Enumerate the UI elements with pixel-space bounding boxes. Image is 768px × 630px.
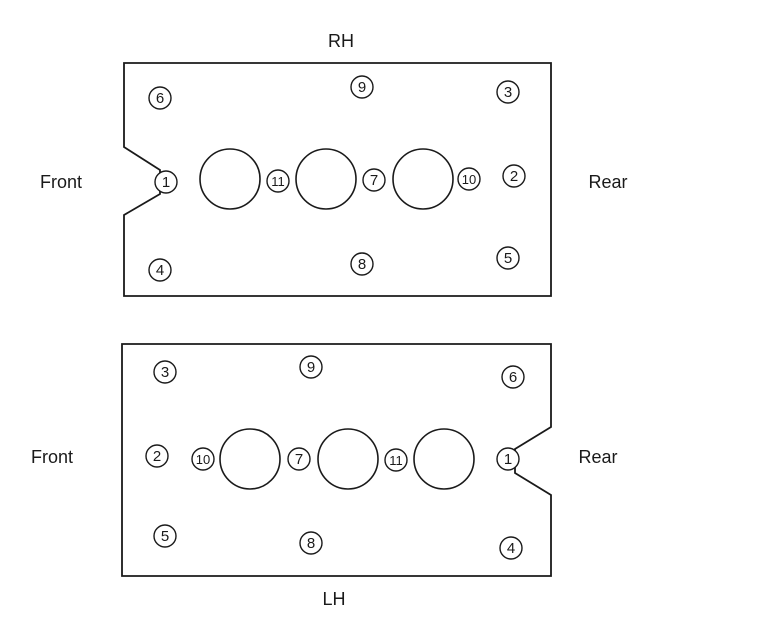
rh-bolt-1: 1 bbox=[154, 170, 178, 194]
rh-label: RH bbox=[328, 31, 354, 51]
lh-label: LH bbox=[322, 589, 345, 609]
rh-bolt-10: 10 bbox=[457, 167, 481, 191]
lh-cylinder-head: LH Front Rear 1 2 3 4 5 6 7 8 9 10 11 bbox=[31, 343, 618, 609]
lh-bolt-2: 2 bbox=[145, 444, 169, 468]
lh-bolt-11: 11 bbox=[384, 448, 408, 472]
rh-bolt-2: 2 bbox=[502, 164, 526, 188]
lh-bolt-5: 5 bbox=[153, 524, 177, 548]
lh-cylinder-bore-1 bbox=[219, 428, 281, 490]
svg-text:7: 7 bbox=[370, 172, 378, 189]
rh-bolt-6: 6 bbox=[148, 86, 172, 110]
svg-text:5: 5 bbox=[161, 528, 169, 545]
rh-head-outline bbox=[123, 62, 552, 297]
svg-text:1: 1 bbox=[162, 174, 170, 191]
rh-bolt-7: 7 bbox=[362, 168, 386, 192]
svg-text:6: 6 bbox=[156, 90, 164, 107]
rh-cylinder-bore-1 bbox=[199, 148, 261, 210]
svg-text:11: 11 bbox=[271, 174, 285, 189]
lh-bolt-3: 3 bbox=[153, 360, 177, 384]
rh-cylinder-head: RH Front Rear 1 2 3 4 5 6 7 8 9 10 11 bbox=[40, 31, 628, 297]
rh-bolt-3: 3 bbox=[496, 80, 520, 104]
svg-text:10: 10 bbox=[196, 452, 210, 467]
svg-text:8: 8 bbox=[358, 256, 366, 273]
front-label-lh: Front bbox=[31, 447, 73, 467]
lh-bolt-8: 8 bbox=[299, 531, 323, 555]
svg-text:3: 3 bbox=[161, 364, 169, 381]
lh-head-outline bbox=[121, 343, 552, 577]
svg-text:4: 4 bbox=[156, 262, 164, 279]
lh-bolt-4: 4 bbox=[499, 536, 523, 560]
lh-bolt-9: 9 bbox=[299, 355, 323, 379]
svg-text:11: 11 bbox=[389, 453, 403, 468]
front-label-rh: Front bbox=[40, 172, 82, 192]
svg-text:2: 2 bbox=[153, 448, 161, 465]
rh-bolt-9: 9 bbox=[350, 75, 374, 99]
svg-text:1: 1 bbox=[504, 451, 512, 468]
rh-bolt-11: 11 bbox=[266, 169, 290, 193]
rear-label-rh: Rear bbox=[588, 172, 627, 192]
lh-bolt-1: 1 bbox=[496, 447, 520, 471]
rh-bolt-4: 4 bbox=[148, 258, 172, 282]
svg-text:3: 3 bbox=[504, 84, 512, 101]
rh-bolt-8: 8 bbox=[350, 252, 374, 276]
svg-text:9: 9 bbox=[358, 79, 366, 96]
rh-cylinder-bore-3 bbox=[392, 148, 454, 210]
lh-cylinder-bore-3 bbox=[413, 428, 475, 490]
svg-text:9: 9 bbox=[307, 359, 315, 376]
rh-cylinder-bore-2 bbox=[295, 148, 357, 210]
rear-label-lh: Rear bbox=[578, 447, 617, 467]
lh-bolt-10: 10 bbox=[191, 447, 215, 471]
lh-bolt-6: 6 bbox=[501, 365, 525, 389]
svg-text:8: 8 bbox=[307, 535, 315, 552]
svg-text:5: 5 bbox=[504, 250, 512, 267]
lh-bolt-7: 7 bbox=[287, 447, 311, 471]
rh-bolt-5: 5 bbox=[496, 246, 520, 270]
svg-text:7: 7 bbox=[295, 451, 303, 468]
svg-text:4: 4 bbox=[507, 540, 515, 557]
lh-cylinder-bore-2 bbox=[317, 428, 379, 490]
svg-text:10: 10 bbox=[462, 172, 476, 187]
svg-text:6: 6 bbox=[509, 369, 517, 386]
svg-text:2: 2 bbox=[510, 168, 518, 185]
